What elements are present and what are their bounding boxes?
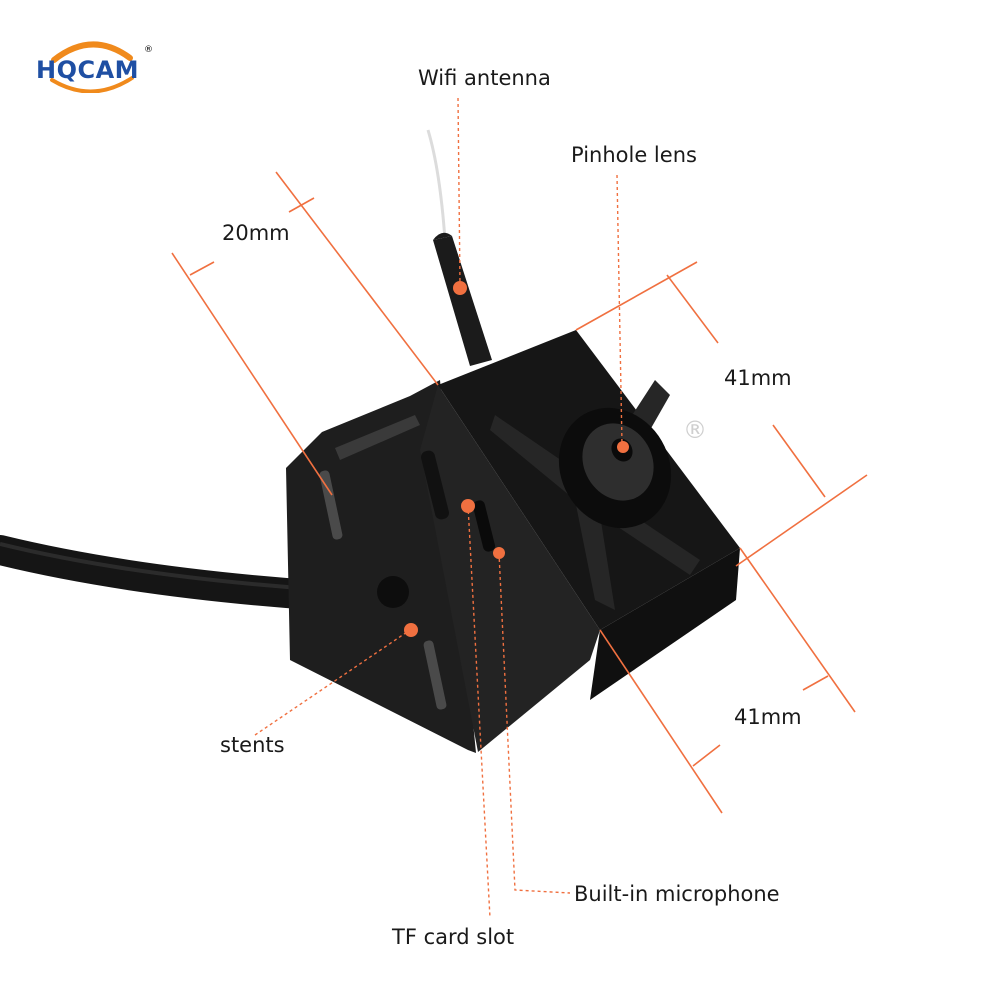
brand-name: HQCAM: [36, 56, 140, 84]
leader-dots: [404, 281, 629, 637]
callout-lines: [171, 171, 868, 814]
watermark-registered-mark: ®: [683, 416, 707, 444]
antenna-body: [433, 236, 492, 366]
label-pinhole-lens: Pinhole lens: [571, 143, 697, 167]
label-stents: stents: [220, 733, 285, 757]
tf-card-slot-opening: [472, 500, 496, 552]
label-height-41mm: 41mm: [724, 366, 792, 390]
brand-registered-mark: ®: [144, 45, 154, 55]
antenna-wire: [426, 129, 447, 241]
brand-swoosh-icon: [50, 41, 134, 93]
camera-front-face: [420, 385, 600, 752]
bracket-screw: [377, 576, 409, 608]
label-tf-card-slot: TF card slot: [392, 925, 515, 949]
label-wifi-antenna: Wifi antenna: [418, 66, 551, 90]
slot-opening: [421, 450, 449, 520]
label-width-20mm: 20mm: [222, 221, 290, 245]
label-depth-41mm: 41mm: [734, 705, 802, 729]
brand-logo: HQCAM ®: [36, 41, 153, 93]
label-builtin-microphone: Built-in microphone: [574, 882, 780, 906]
leader-lines: [254, 97, 623, 919]
